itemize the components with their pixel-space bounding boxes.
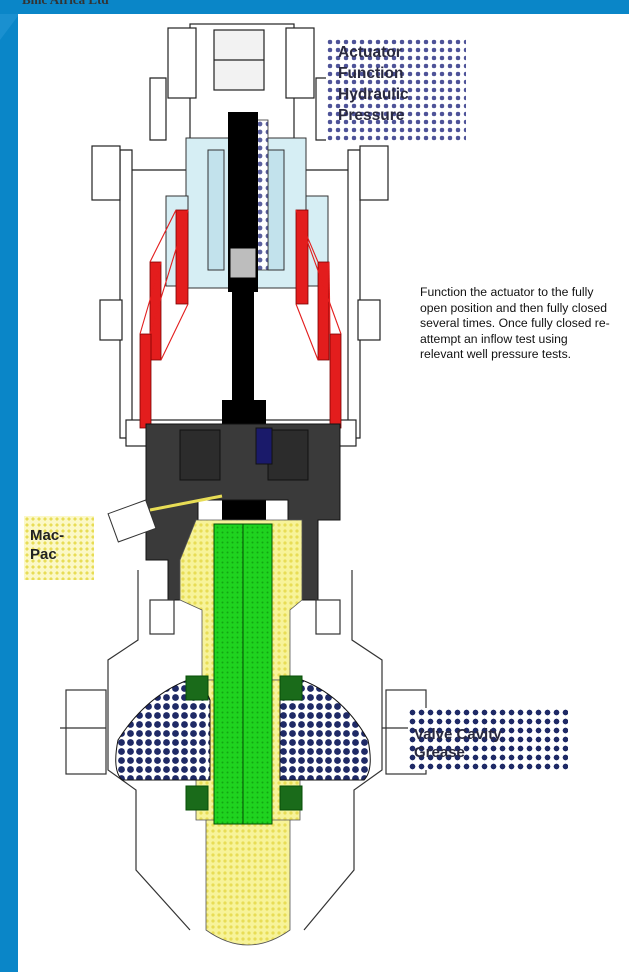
mac-pac-label-line-1: Mac- [30,527,65,544]
header-bar [0,0,629,14]
mac-pac-fitting [107,494,223,543]
instruction-text: Function the actuator to the fully open … [420,285,610,362]
actuator-label-line-4: Pressure [338,107,405,124]
gate [185,523,303,825]
valve-cavity-label-line-1: Valve Cavity [414,726,502,743]
spring-lines [139,209,342,361]
actuator-label: Actuator Function Hydraulic Pressure [326,38,466,142]
actuator-housing [91,23,389,447]
valve-cavity-label-line-2: Grease [414,744,465,761]
mac-pac-label-line-2: Pac [30,546,57,563]
valve-cavity-label: Valve Cavity Grease [408,708,568,770]
cavity-grease [115,675,371,781]
actuator-label-line-1: Actuator [338,44,402,61]
header-company-text: Bmc Africa Ltd [22,0,109,8]
mac-pac-label: Mac- Pac [24,516,94,580]
actuator-label-line-2: Function [338,65,404,82]
actuator-label-line-3: Hydraulic [338,86,409,103]
